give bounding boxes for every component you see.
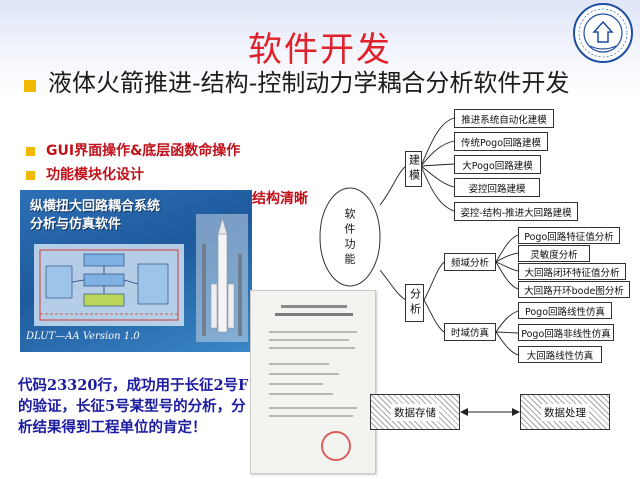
time-simulation-node: 时域仿真 — [444, 323, 496, 341]
sub-bullet-marker — [26, 147, 35, 156]
frequency-analysis-node: 频域分析 — [444, 253, 496, 271]
freq-item: 大回路闭环特征值分析 — [518, 263, 626, 280]
data-storage-node: 数据存储 — [370, 394, 460, 430]
root-node-label: 软件功能 — [343, 208, 356, 268]
build-item: 推进系统自动化建模 — [454, 109, 554, 128]
data-storage-label: 数据存储 — [391, 403, 439, 421]
slide-title: 软件开发 — [248, 30, 392, 70]
root-oval-shape — [319, 187, 381, 287]
analysis-node: 分析 — [405, 284, 424, 322]
sub-bullet-1: GUI界面操作&底层函数命操作 — [46, 143, 241, 159]
freq-item: Pogo回路特征值分析 — [518, 227, 620, 244]
sub-bullet-marker — [26, 171, 35, 180]
data-processing-node: 数据处理 — [520, 394, 610, 430]
freq-item: 大回路开环bode图分析 — [518, 281, 630, 298]
splash-version: DLUT—AA Version 1.0 — [26, 331, 140, 342]
build-item: 大Pogo回路建模 — [454, 155, 541, 174]
university-seal-logo — [573, 3, 633, 63]
build-item: 传统Pogo回路建模 — [454, 132, 548, 151]
sub-bullet-2: 功能模块化设计 — [46, 167, 144, 183]
splash-diagram-graphic — [34, 244, 184, 326]
time-item: Pogo回路非线性仿真 — [518, 324, 614, 341]
build-node: 建模 — [405, 151, 422, 187]
build-item: 姿控回路建模 — [454, 178, 540, 197]
software-copyright-certificate-image — [250, 290, 376, 474]
rocket-image — [196, 214, 248, 342]
code-summary-text: 代码23320行，成功用于长征2号F的验证，长征5号某型号的分析，分析结果得到工… — [18, 377, 249, 436]
splash-title: 纵横扭大回路耦合系统 分析与仿真软件 — [30, 199, 161, 232]
time-item: Pogo回路线性仿真 — [518, 302, 612, 319]
red-seal-stamp — [321, 431, 351, 461]
build-item: 姿控-结构-推进大回路建模 — [454, 202, 578, 221]
software-splash-image: 纵横扭大回路耦合系统 分析与仿真软件 DLUT—AA Version 1.0 — [20, 190, 252, 352]
main-bullet-marker — [24, 80, 36, 92]
data-processing-label: 数据处理 — [541, 403, 589, 421]
sub-bullet-3-tail: 结构清晰 — [252, 191, 308, 207]
main-bullet-text: 液体火箭推进-结构-控制动力学耦合分析软件开发 — [48, 69, 570, 97]
freq-item: 灵敏度分析 — [518, 245, 590, 262]
time-item: 大回路线性仿真 — [518, 346, 602, 363]
header-background — [0, 0, 640, 100]
